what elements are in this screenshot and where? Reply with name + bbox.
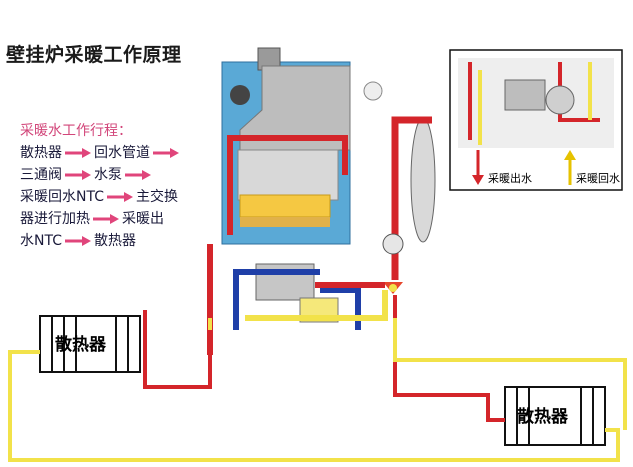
return-pipe-loop [8,318,627,462]
hot-water-loop [227,135,348,235]
arrow-icon [106,192,133,202]
arrow-icon [64,236,91,246]
fan-motor [230,85,250,105]
left-radiator [39,315,141,373]
arrow-icon [153,148,179,158]
inset-return-label: 采暖回水 [576,172,620,185]
left-radiator-label: 散热器 [55,334,107,355]
inset-panel [449,49,623,191]
right-radiator-label: 散热器 [517,406,569,427]
process-line: 器进行加热采暖出 [20,211,164,227]
arrow-icon [125,170,151,180]
water-pump [382,233,404,255]
page-title: 壁挂炉采暖工作原理 [6,44,182,66]
arrow-icon [65,148,91,158]
arrow-icon [65,170,91,180]
process-line: 三通阀水泵 [20,164,182,186]
burner-flames [239,194,331,227]
return-pipe-upper [245,290,388,321]
expansion-vessel [410,117,436,243]
inset-outlet-label: 采暖出水 [488,171,532,185]
process-heading: 采暖水工作行程： [20,123,132,139]
arrow-icon [93,214,119,224]
right-radiator [504,386,606,446]
process-line: 散热器回水管道 [20,142,182,164]
